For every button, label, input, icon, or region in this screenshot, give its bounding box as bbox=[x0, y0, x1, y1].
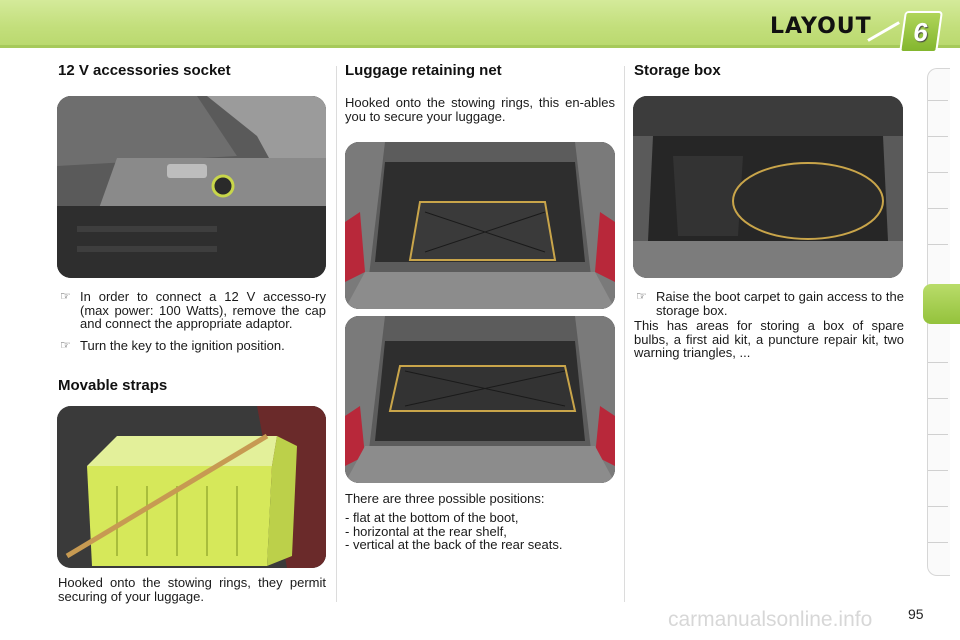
side-tab-divider bbox=[928, 434, 948, 435]
net-shelf-photo bbox=[345, 316, 615, 483]
net-intro: Hooked onto the stowing rings, this en-a… bbox=[345, 95, 615, 124]
pointing-hand-icon: ☞ bbox=[636, 289, 647, 303]
side-tab-divider bbox=[928, 506, 948, 507]
side-tab-divider bbox=[928, 398, 948, 399]
straps-text: Hooked onto the stowing rings, they perm… bbox=[58, 575, 326, 604]
storage-bullet-text: Raise the boot carpet to gain access to … bbox=[656, 289, 904, 318]
storage-text: This has areas for storing a box of spar… bbox=[634, 318, 904, 360]
side-tab-divider bbox=[928, 470, 948, 471]
side-tab-divider bbox=[928, 172, 948, 173]
pointing-hand-icon: ☞ bbox=[60, 289, 71, 303]
side-tab-divider bbox=[928, 244, 948, 245]
column-separator bbox=[336, 66, 337, 602]
socket-bullet-1: ☞ In order to connect a 12 V accesso-ry … bbox=[60, 289, 326, 331]
position-item: - vertical at the back of the rear seats… bbox=[345, 537, 563, 552]
header-band bbox=[0, 0, 960, 48]
storage-bullet: ☞ Raise the boot carpet to gain access t… bbox=[636, 289, 904, 318]
side-tab-divider bbox=[928, 542, 948, 543]
socket-bullet-list: ☞ In order to connect a 12 V accesso-ry … bbox=[60, 289, 326, 353]
socket-bullet-text: Turn the key to the ignition position. bbox=[80, 337, 285, 353]
net-heading: Luggage retaining net bbox=[345, 62, 502, 79]
column-separator bbox=[624, 66, 625, 602]
position-item: - horizontal at the rear shelf, bbox=[345, 523, 507, 539]
socket-bullet-text: In order to connect a 12 V accesso-ry (m… bbox=[80, 289, 326, 331]
chapter-title: LAYOUT bbox=[770, 14, 872, 39]
position-item: - flat at the bottom of the boot, bbox=[345, 510, 519, 525]
pointing-hand-icon: ☞ bbox=[60, 337, 71, 352]
socket-photo bbox=[57, 96, 326, 278]
straps-heading: Movable straps bbox=[58, 377, 168, 394]
watermark: carmanualsonline.info bbox=[668, 608, 873, 631]
socket-bullet-2: ☞ Turn the key to the ignition position. bbox=[60, 337, 326, 353]
socket-heading: 12 V accessories socket bbox=[58, 62, 231, 79]
net-floor-photo bbox=[345, 142, 615, 309]
page-number: 95 bbox=[908, 606, 924, 622]
active-chapter-tab[interactable] bbox=[923, 284, 960, 324]
positions-list: - flat at the bottom of the boot, - hori… bbox=[345, 511, 615, 552]
storage-bullet-block: ☞ Raise the boot carpet to gain access t… bbox=[636, 289, 904, 318]
side-tab-divider bbox=[928, 362, 948, 363]
chapter-number-badge: 6 bbox=[899, 11, 943, 53]
straps-photo bbox=[57, 406, 326, 568]
side-tab-divider bbox=[928, 100, 948, 101]
positions-intro: There are three possible positions: bbox=[345, 491, 545, 506]
storage-photo bbox=[633, 96, 903, 278]
storage-heading: Storage box bbox=[634, 62, 721, 79]
side-tab-divider bbox=[928, 136, 948, 137]
side-tab-divider bbox=[928, 208, 948, 209]
